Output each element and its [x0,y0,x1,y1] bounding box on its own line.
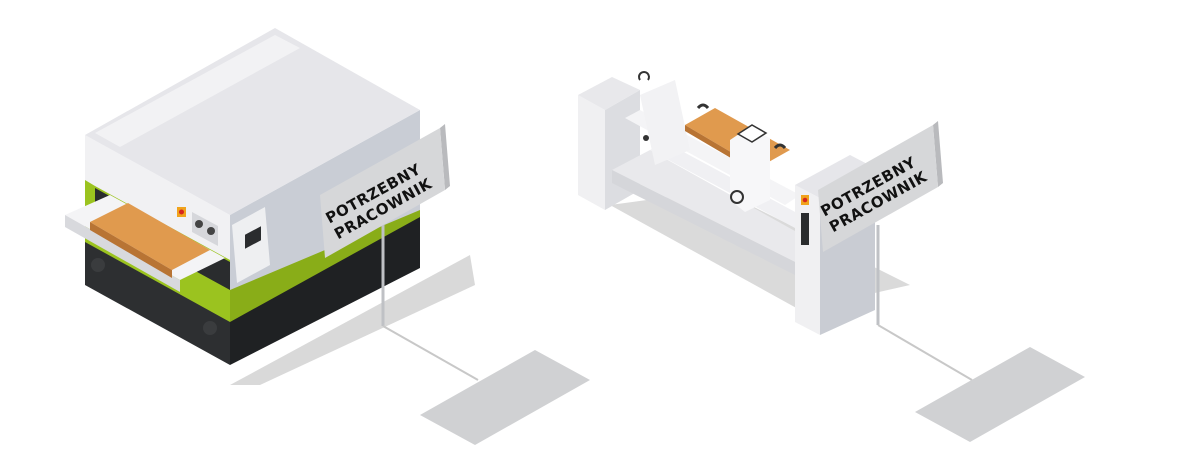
vent-icon [91,258,105,272]
button-panel [801,213,809,245]
floor-shadow [230,255,475,385]
sign-board [320,128,445,258]
base-right [230,215,420,365]
handle-icon [643,135,649,141]
floor-line [382,325,479,381]
sign-board-side [440,124,450,190]
feed-table-edge [65,215,180,292]
floor-line [877,324,973,381]
lever-icon [638,71,650,81]
headstock [640,80,690,165]
floor-marker [915,347,1085,442]
floor-marker [420,350,590,445]
clamp-icon [696,103,710,110]
sign-board-side [933,121,943,187]
right-column-front [795,185,820,335]
carriage-window [736,124,768,143]
handwheel-icon [730,190,744,204]
dial-icon [207,227,215,235]
top-highlight [95,35,300,147]
wood-board [90,203,210,270]
sign-board [818,125,938,252]
vent-icon [203,321,217,335]
left-column-front [578,95,605,210]
clamp-icon [773,143,787,150]
left-column-top [578,77,640,110]
base-front [85,240,230,365]
control-screen [245,226,261,249]
right-column-top [795,155,875,198]
wood-board-edge [90,222,172,278]
stop-button-icon [179,209,184,215]
lathe-bed-front [612,170,795,275]
sander-machine: POTRZEBNY PRACOWNIK [65,28,590,445]
stop-button-icon [802,197,808,203]
dial-icon [195,220,203,228]
lathe-machine: POTRZEBNY PRACOWNIK [578,71,1085,442]
body-top [85,28,420,215]
lathe-bed [612,150,820,262]
